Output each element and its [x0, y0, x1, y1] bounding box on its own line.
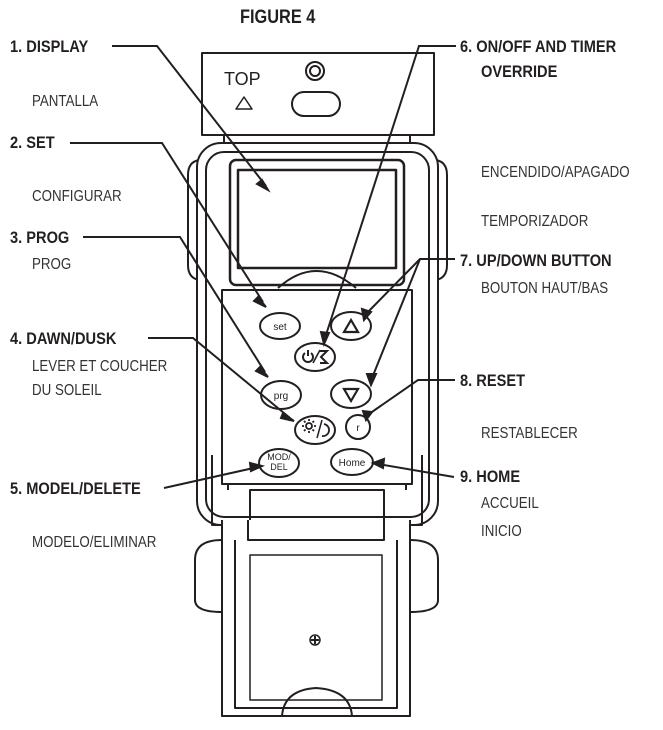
- label-7-sub: BOUTON HAUT/BAS: [481, 280, 609, 297]
- figure-title: FIGURE 4: [240, 7, 316, 28]
- label-8-sub: RESTABLECER: [481, 425, 578, 442]
- leader-reset: [368, 379, 455, 415]
- leader-dawndusk: [148, 337, 291, 419]
- lower-flap-frame: [211, 455, 423, 526]
- label-5-title: 5. MODEL/DELETE: [10, 479, 141, 498]
- top-label: TOP: [224, 69, 261, 89]
- device-body-inner: [205, 151, 430, 518]
- label-1-sub: PANTALLA: [32, 93, 99, 110]
- label-2-title: 2. SET: [10, 133, 55, 152]
- left-ear: [187, 159, 200, 281]
- label-4-title: 4. DAWN/DUSK: [10, 329, 117, 348]
- label-6-sub1: ENCENDIDO/APAGADO: [481, 164, 630, 181]
- set-button: [259, 312, 301, 340]
- leader-down: [371, 258, 421, 379]
- set-button-label: set: [273, 322, 287, 333]
- display-screen: [236, 168, 398, 270]
- label-3-sub: PROG: [32, 256, 72, 273]
- label-3-title: 3. PROG: [10, 228, 70, 247]
- display-bezel: [228, 158, 406, 287]
- label-1-title: 1. DISPLAY: [10, 37, 89, 56]
- lower-left-ear: [194, 539, 223, 613]
- reset-button: [345, 414, 371, 440]
- leader-moddel: [163, 466, 259, 489]
- label-9-sub1: ACCUEIL: [481, 495, 539, 512]
- label-4-sub1: LEVER ET COUCHER: [32, 358, 168, 375]
- top-screw-hole: [305, 61, 325, 81]
- bezel-hump: [277, 270, 357, 289]
- label-6-title2: OVERRIDE: [481, 62, 558, 81]
- label-6-title1: 6. ON/OFF AND TIMER: [460, 37, 617, 56]
- bottom-door: [221, 520, 411, 717]
- top-mounting-plate: [201, 52, 435, 136]
- dawndusk-button: [294, 415, 336, 445]
- label-7-title: 7. UP/DOWN BUTTON: [460, 251, 612, 270]
- label-9-sub2: INICIO: [481, 523, 522, 540]
- leader-set: [70, 142, 264, 303]
- del-button-label: DEL: [270, 462, 288, 472]
- label-6-sub2: TEMPORIZADOR: [481, 213, 589, 230]
- mod-del-button: [258, 448, 300, 478]
- onoff-button: [294, 342, 336, 372]
- right-ear: [435, 159, 448, 281]
- label-9-title: 9. HOME: [460, 467, 521, 486]
- label-8-title: 8. RESET: [460, 371, 526, 390]
- down-button: [330, 379, 372, 409]
- leader-prog: [83, 236, 266, 373]
- plus-marker-icon: [311, 636, 319, 644]
- down-arrow-icon: [342, 387, 360, 404]
- power-timer-icon: [302, 349, 330, 364]
- label-2-sub: CONFIGURAR: [32, 188, 122, 205]
- label-5-sub: MODELO/ELIMINAR: [32, 534, 157, 551]
- home-button-label: Home: [339, 458, 366, 469]
- lower-right-ear: [409, 539, 439, 613]
- keypad-panel: [221, 289, 413, 485]
- leader-onoff: [324, 45, 456, 339]
- bottom-notch: [281, 687, 353, 717]
- leader-home: [377, 463, 455, 478]
- label-4-sub2: DU SOLEIL: [32, 382, 102, 399]
- up-arrow-icon: [342, 317, 360, 334]
- reset-button-label: r: [356, 423, 360, 434]
- up-button: [330, 311, 372, 341]
- top-slot: [291, 91, 341, 117]
- top-arrow-icon: [235, 96, 253, 110]
- prg-button-label: prg: [274, 391, 288, 402]
- mod-button-label: MOD/: [267, 452, 291, 462]
- leader-display: [112, 45, 267, 187]
- sun-moon-icon: [302, 419, 330, 439]
